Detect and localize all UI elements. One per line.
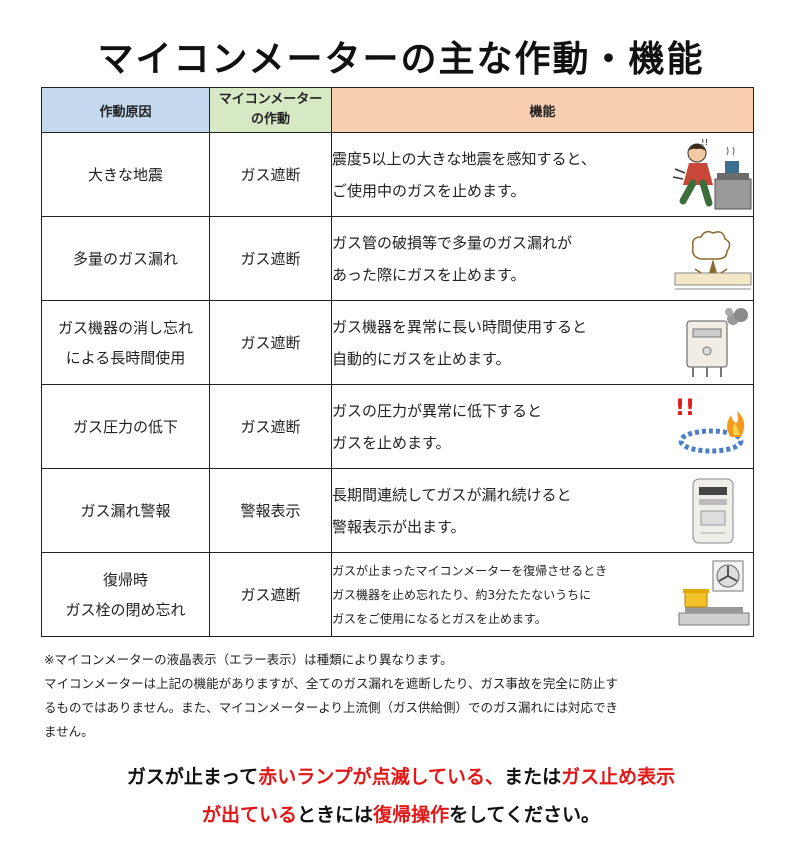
reset-instruction: ガスが止まって赤いランプが点滅している、またはガス止め表示 が出ているときには復… xyxy=(0,758,802,834)
note-line: マイコンメーターは上記の機能がありますが、全てのガス漏れを遮断したり、ガス事故を… xyxy=(44,676,618,691)
note-line: るものではありません。また、マイコンメーターより上流側（ガス供給側）でのガス漏れ… xyxy=(44,700,619,715)
cause-line2: ガス栓の閉め忘れ xyxy=(65,600,186,619)
svg-text:!!: !! xyxy=(675,396,695,421)
function-line2: ガス機器を止め忘れたり、約3分たたないうちに xyxy=(332,587,592,602)
function-line1: 長期間連続してガスが漏れ続けると xyxy=(332,485,572,504)
instruction-text: ときには xyxy=(297,804,374,826)
row-function: ガスの圧力が異常に低下すると ガスを止めます。 !! xyxy=(331,384,754,469)
instruction-emphasis: 赤いランプが点滅している、 xyxy=(258,766,505,788)
row-cause: 多量のガス漏れ xyxy=(41,216,210,301)
row-function: ガス管の破損等で多量のガス漏れが あった際にガスを止めます。 xyxy=(331,216,754,301)
function-line2: ガスを止めます。 xyxy=(332,433,451,452)
table-row: ガス漏れ警報 警報表示 長期間連続してガスが漏れ続けると 警報表示が出ます。 xyxy=(41,468,754,553)
note-line: ません。 xyxy=(44,724,94,739)
cause-line1: 大きな地震 xyxy=(87,165,163,184)
instruction-emphasis: ガス止め表示 xyxy=(561,766,676,788)
function-line1: 震度5以上の大きな地震を感知すると、 xyxy=(332,149,596,168)
instruction-text: ガスが止まって xyxy=(126,766,259,788)
table-row: ガス圧力の低下 ガス遮断 ガスの圧力が異常に低下すると ガスを止めます。 !! xyxy=(41,384,754,469)
header-function: 機能 xyxy=(331,87,754,133)
instruction-text: または xyxy=(504,766,562,788)
row-cause: 大きな地震 xyxy=(41,132,210,217)
instruction-emphasis: が出ている xyxy=(202,804,298,826)
header-cause: 作動原因 xyxy=(41,87,210,133)
row-cause: ガス機器の消し忘れ による長時間使用 xyxy=(41,300,210,385)
instruction-emphasis: 復帰操作 xyxy=(373,804,450,826)
row-function: ガスが止まったマイコンメーターを復帰させるとき ガス機器を止め忘れたり、約3分た… xyxy=(331,552,754,637)
cause-line1: ガス圧力の低下 xyxy=(72,417,178,436)
pipe-burst-icon xyxy=(674,230,752,289)
row-action: 警報表示 xyxy=(209,468,332,553)
instruction-line1: ガスが止まって赤いランプが点滅している、またはガス止め表示 xyxy=(0,758,802,796)
header-action-line1: マイコンメーター xyxy=(218,92,323,107)
row-action: ガス遮断 xyxy=(209,300,332,385)
note-line: ※マイコンメーターの液晶表示（エラー表示）は種類により異なります。 xyxy=(44,652,453,667)
row-function: 長期間連続してガスが漏れ続けると 警報表示が出ます。 xyxy=(331,468,754,553)
instruction-text: をしてください。 xyxy=(449,804,600,826)
water-heater-icon xyxy=(686,307,748,377)
row-function: ガス機器を異常に長い時間使用すると 自動的にガスを止めます。 xyxy=(331,300,754,385)
cause-line1: 復帰時 xyxy=(102,570,148,589)
cause-line1: ガス機器の消し忘れ xyxy=(57,318,193,337)
table-row: ガス機器の消し忘れ による長時間使用 ガス遮断 ガス機器を異常に長い時間使用する… xyxy=(41,300,754,385)
row-action: ガス遮断 xyxy=(209,384,332,469)
row-cause: ガス漏れ警報 xyxy=(41,468,210,553)
row-cause: 復帰時 ガス栓の閉め忘れ xyxy=(41,552,210,637)
function-table: 作動原因 マイコンメーター の作動 機能 大きな地震 ガス遮断 震度5以上の大き… xyxy=(41,87,754,637)
function-line1: ガス管の破損等で多量のガス漏れが xyxy=(332,233,573,252)
cause-line1: ガス漏れ警報 xyxy=(80,501,171,520)
row-function: 震度5以上の大きな地震を感知すると、 ご使用中のガスを止めます。 !! xyxy=(331,132,754,217)
instruction-line2: が出ているときには復帰操作をしてください。 xyxy=(0,796,802,834)
header-action: マイコンメーター の作動 xyxy=(209,87,332,133)
function-line1: ガスの圧力が異常に低下すると xyxy=(332,401,543,420)
row-action: ガス遮断 xyxy=(209,552,332,637)
table-row: 復帰時 ガス栓の閉め忘れ ガス遮断 ガスが止まったマイコンメーターを復帰させると… xyxy=(41,552,754,637)
gas-meter-icon xyxy=(692,478,734,543)
function-line3: ガスをご使用になるとガスを止めます。 xyxy=(332,611,547,626)
cause-line2: による長時間使用 xyxy=(65,348,186,367)
cause-line1: 多量のガス漏れ xyxy=(72,249,178,268)
function-line2: ご使用中のガスを止めます。 xyxy=(332,181,526,200)
table-row: 大きな地震 ガス遮断 震度5以上の大きな地震を感知すると、 ご使用中のガスを止め… xyxy=(41,132,754,217)
function-line1: ガスが止まったマイコンメーターを復帰させるとき xyxy=(332,563,608,578)
table-row: 多量のガス漏れ ガス遮断 ガス管の破損等で多量のガス漏れが あった際にガスを止め… xyxy=(41,216,754,301)
svg-text:!!: !! xyxy=(701,139,708,148)
function-line2: 自動的にガスを止めます。 xyxy=(332,349,511,368)
row-action: ガス遮断 xyxy=(209,132,332,217)
row-cause: ガス圧力の低下 xyxy=(41,384,210,469)
function-line1: ガス機器を異常に長い時間使用すると xyxy=(332,317,588,336)
header-action-line2: の作動 xyxy=(250,112,290,127)
earthquake-icon: !! xyxy=(672,139,752,209)
page-title: マイコンメーターの主な作動・機能 xyxy=(97,39,705,80)
stove-pot-icon xyxy=(678,560,750,625)
function-line2: あった際にガスを止めます。 xyxy=(332,265,526,284)
function-line2: 警報表示が出ます。 xyxy=(332,517,466,536)
burner-flame-icon: !! xyxy=(675,396,745,453)
notes: ※マイコンメーターの液晶表示（エラー表示）は種類により異なります。 マイコンメー… xyxy=(44,648,756,744)
row-action: ガス遮断 xyxy=(209,216,332,301)
table-header-row: 作動原因 マイコンメーター の作動 機能 xyxy=(41,87,754,133)
